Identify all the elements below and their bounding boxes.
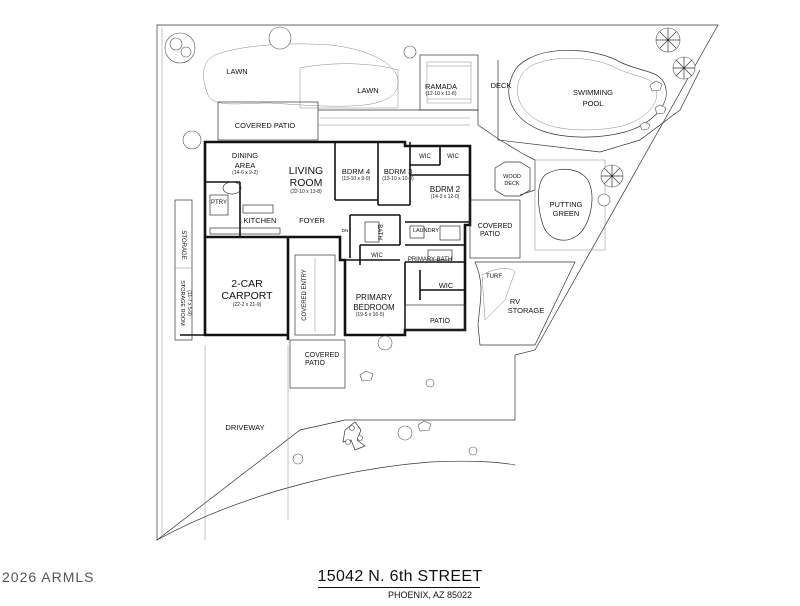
- swimming-pool: [508, 49, 667, 138]
- pool-label-1: SWIMMING: [573, 88, 613, 97]
- dining-label-2: AREA: [235, 161, 255, 170]
- covered-patio-right: [469, 199, 521, 259]
- covered-patio-right-label-2: PATIO: [480, 231, 501, 238]
- bdrm3-label: BDRM 3: [384, 167, 412, 176]
- deck-label: DECK: [491, 81, 512, 90]
- wood-deck-label-1: WOOD: [503, 174, 521, 180]
- patio-small: [404, 304, 466, 331]
- tree-icon: [164, 32, 196, 64]
- living-label-1: LIVING: [289, 165, 323, 177]
- wic-c-label: WIC: [371, 253, 383, 259]
- rv-label-2: STORAGE: [508, 306, 545, 315]
- covered-patio-front-label-2: PATIO: [305, 360, 326, 367]
- putting-green: [538, 168, 593, 241]
- boulder-icon: [359, 80, 667, 432]
- covered-patio-top-label: COVERED PATIO: [235, 121, 296, 130]
- covered-patio-top: [217, 101, 319, 141]
- pantry-box: [209, 194, 229, 216]
- storage-room-label: STORAGE ROOM: [179, 280, 185, 326]
- patio-label: PATIO: [430, 318, 451, 325]
- dn-label: DN: [342, 228, 349, 233]
- bath-label: BATH: [376, 224, 382, 240]
- carport-dim: (22-2 x 21-9): [233, 302, 262, 308]
- driveway-curve: [156, 460, 516, 541]
- palm-icon: [600, 27, 696, 188]
- primary-bdrm-label-1: PRIMARY: [356, 293, 393, 302]
- shrub-icon: [182, 26, 611, 465]
- rv-storage: [474, 261, 576, 346]
- putting-label-1: PUTTING: [550, 200, 583, 209]
- carport-label-2: CARPORT: [221, 290, 273, 302]
- primary-bath-label: PRIMARY BATH: [408, 257, 452, 263]
- copyright-watermark: 2026 ARMLS: [2, 569, 95, 585]
- living-dim: (22-10 x 13-8): [290, 189, 322, 195]
- pantry-label: PTRY: [211, 200, 227, 206]
- wic-a-label: WIC: [419, 154, 431, 160]
- street-address: 15042 N. 6th STREET: [317, 568, 483, 585]
- lawn-left-label: LAWN: [226, 67, 247, 76]
- bdrm4-dim: (13-10 x 9-9): [342, 176, 371, 182]
- ramada-dim: (12-10 x 11-8): [425, 91, 456, 97]
- living-label-2: ROOM: [290, 177, 323, 189]
- turf-label: TURF: [486, 274, 502, 280]
- wic-d-label: WIC: [439, 281, 454, 290]
- pool-label-2: POOL: [583, 99, 604, 108]
- kitchen-label: KITCHEN: [244, 216, 277, 225]
- covered-patio-right-label-1: COVERED: [478, 223, 513, 230]
- bdrm2-label: BDRM 2: [430, 185, 461, 194]
- ramada: [419, 54, 479, 111]
- bdrm2-dim: (14-3 x 12-0): [431, 194, 460, 200]
- kitchen-counter: [209, 227, 281, 235]
- wic-b-label: WIC: [447, 154, 459, 160]
- putting-label-2: GREEN: [553, 209, 580, 218]
- primary-bdrm-dim: (19-5 x 16-5): [356, 312, 385, 318]
- covered-patio-front-label-1: COVERED: [305, 352, 340, 359]
- dining-table: [222, 181, 242, 195]
- driveway-label: DRIVEWAY: [225, 423, 264, 432]
- covered-entry: [294, 254, 336, 336]
- storage-strip: [174, 199, 193, 341]
- covered-entry-label: COVERED ENTRY: [302, 269, 308, 321]
- lawn-left-area: [203, 43, 399, 107]
- lot-boundary: [156, 24, 719, 541]
- storage-room-dim: (11-7 x 5-9): [186, 290, 192, 316]
- city-state-zip: PHOENIX, AZ 85022: [387, 590, 473, 600]
- primary-bdrm-label-2: BEDROOM: [353, 303, 395, 312]
- carport-label-1: 2-CAR: [231, 278, 263, 290]
- deck-area: [318, 109, 536, 196]
- lawn-center-label: LAWN: [357, 86, 378, 95]
- laundry-label: LAUNDRY: [413, 228, 440, 234]
- wood-deck-label-2: DECK: [504, 181, 520, 187]
- bdrm3-dim: (13-10 x 10-0): [382, 176, 414, 182]
- address-underline: [318, 587, 480, 588]
- dining-dim: (14-6 x 9-2): [232, 170, 258, 176]
- ramada-label: RAMADA: [425, 82, 457, 91]
- storage-left-label: STORAGE: [180, 230, 186, 259]
- bdrm4-label: BDRM 4: [342, 167, 370, 176]
- wood-deck: [494, 161, 531, 197]
- kitchen-island: [242, 204, 274, 214]
- cactus-icon: [342, 421, 366, 451]
- interior-walls: [205, 142, 470, 330]
- foyer-label: FOYER: [299, 216, 325, 225]
- rv-label-1: RV: [510, 297, 520, 306]
- dining-label-1: DINING: [232, 151, 258, 160]
- covered-patio-front: [289, 339, 346, 389]
